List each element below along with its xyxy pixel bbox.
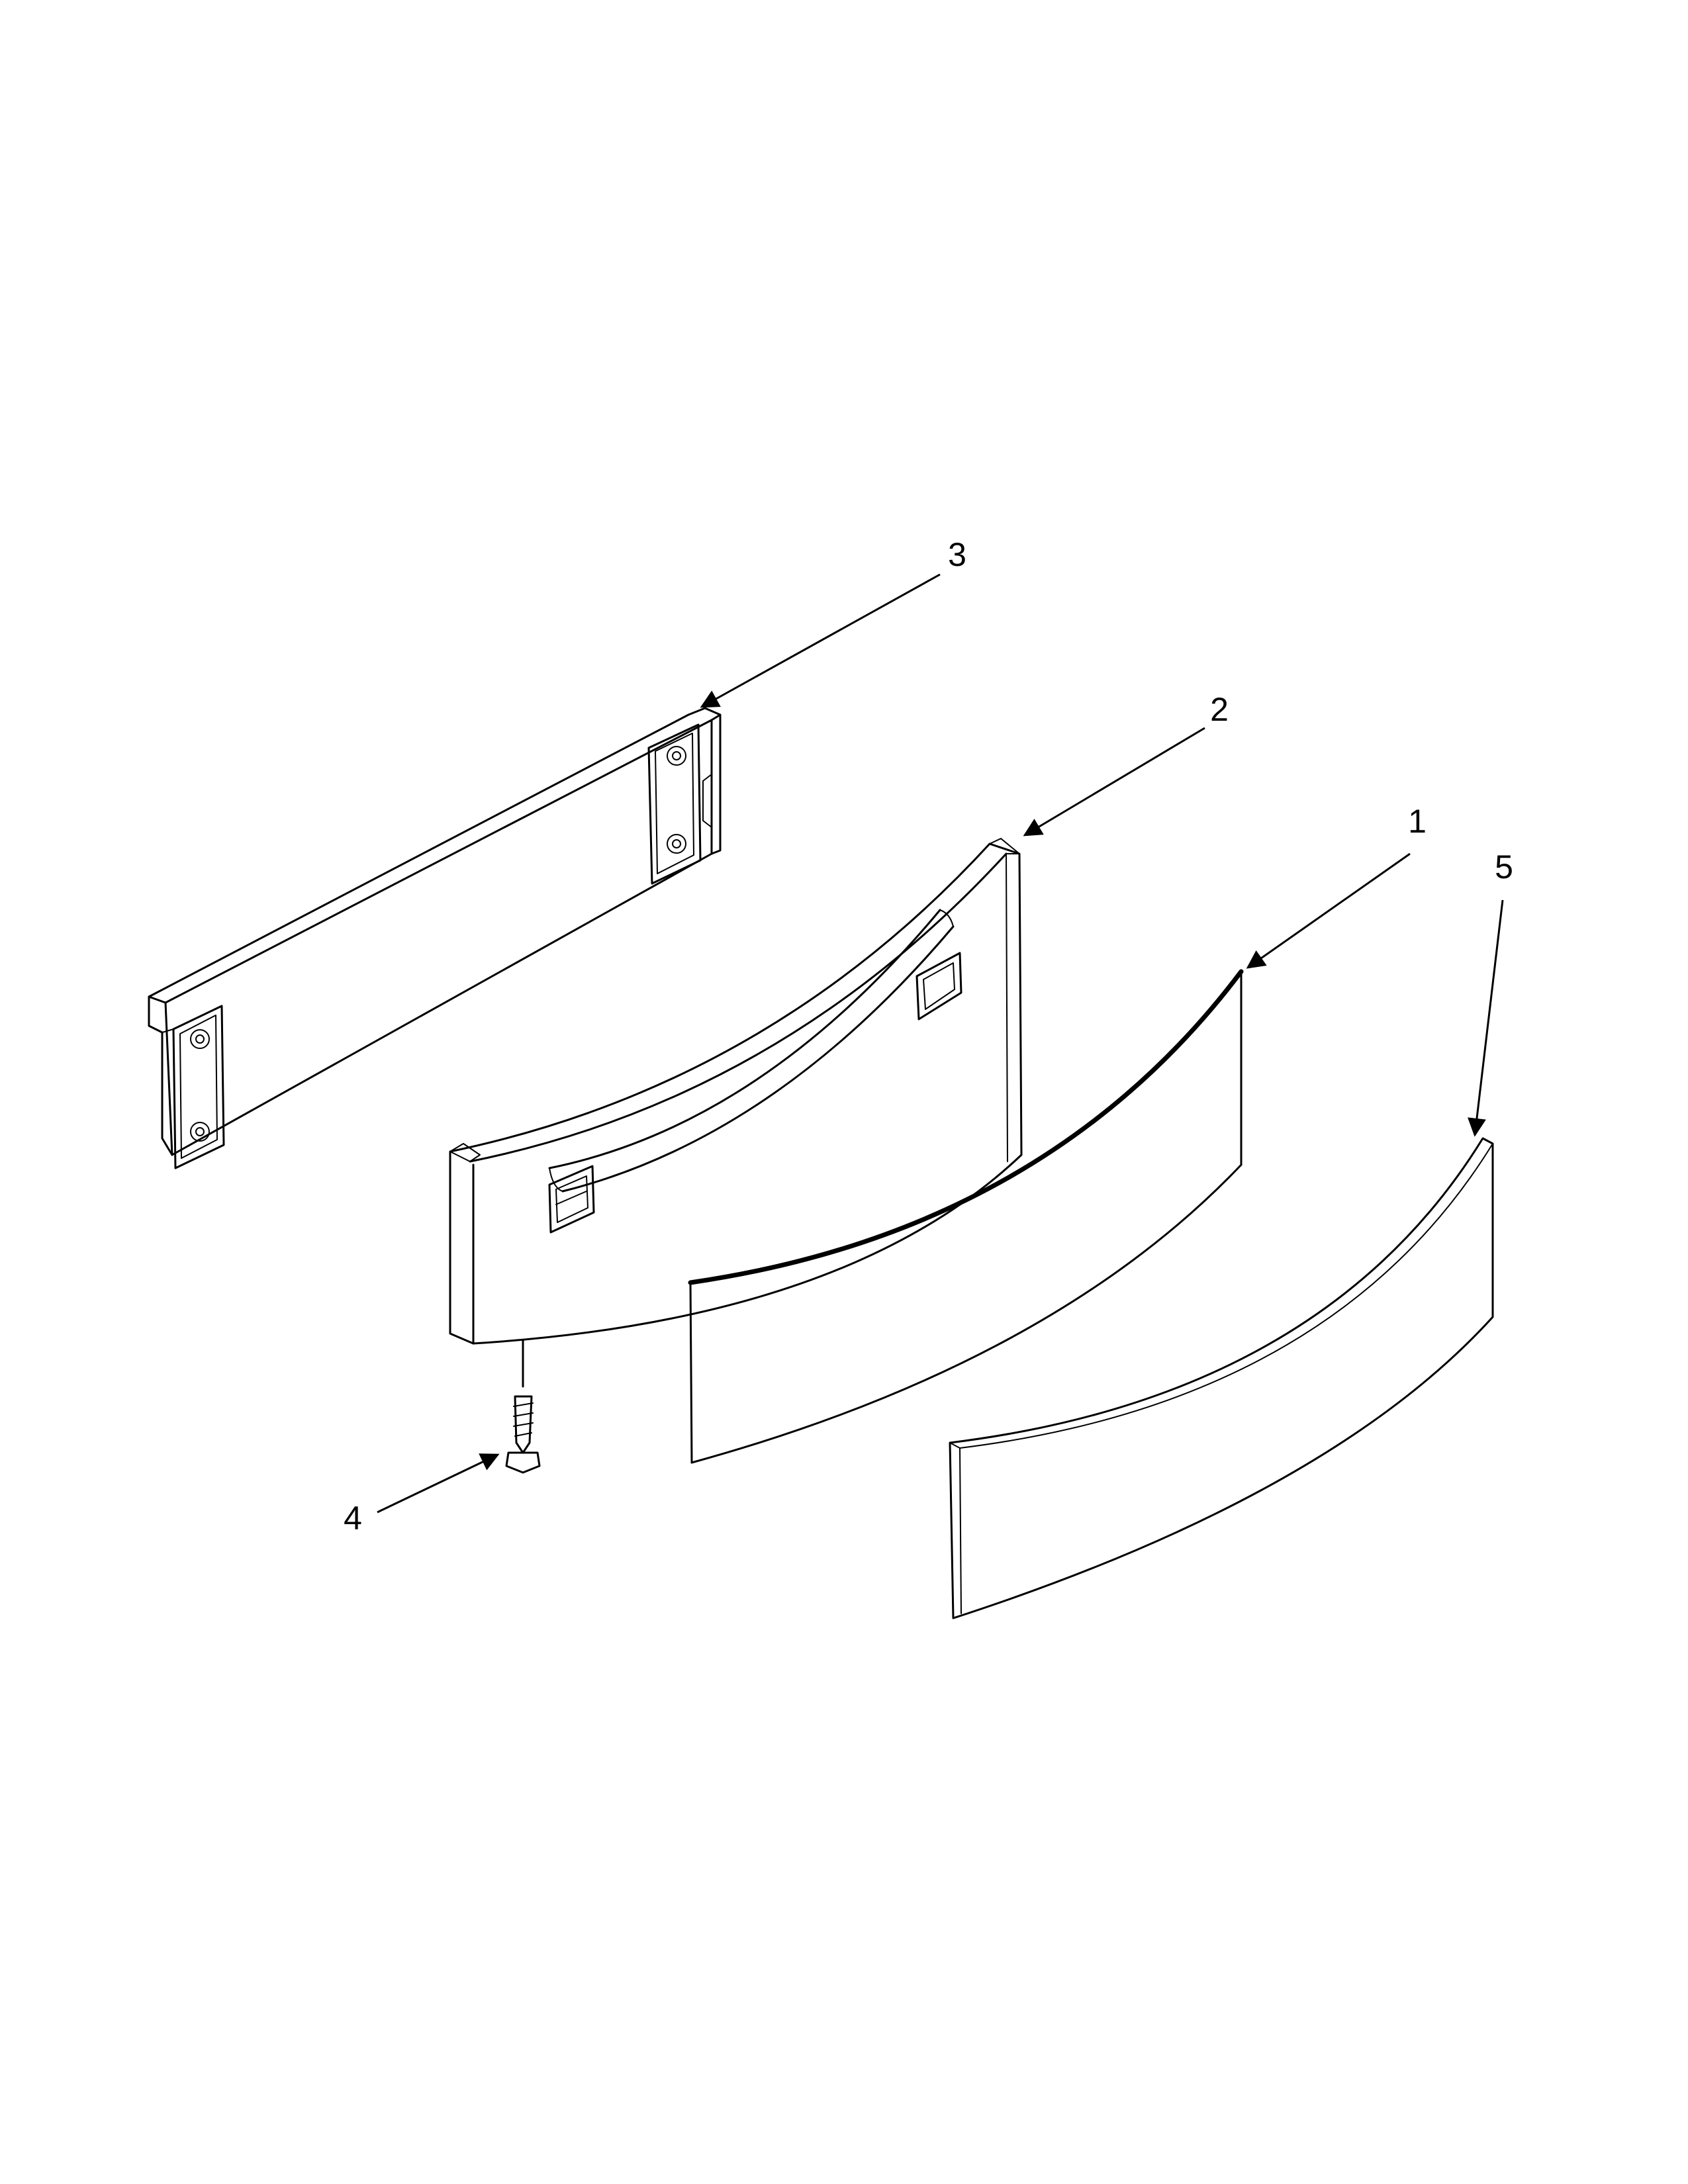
part-3-mounting-bracket bbox=[148, 707, 722, 1169]
leader-3 bbox=[700, 573, 941, 708]
part-4-screw bbox=[505, 1339, 541, 1474]
callout-3: 3 bbox=[948, 536, 966, 573]
callout-labels: 3 2 1 5 4 bbox=[344, 536, 1513, 1537]
leader-4 bbox=[377, 1453, 500, 1514]
callout-2: 2 bbox=[1210, 691, 1229, 728]
leader-1 bbox=[1246, 852, 1411, 969]
part-5-panel-overlay bbox=[949, 1137, 1494, 1619]
part-2-drawer-front bbox=[449, 838, 1023, 1345]
callout-4: 4 bbox=[344, 1500, 362, 1537]
callout-5: 5 bbox=[1495, 848, 1513, 886]
leader-lines bbox=[377, 573, 1504, 1514]
part-1-panel-insert bbox=[688, 969, 1244, 1464]
callout-1: 1 bbox=[1408, 803, 1427, 840]
leader-5 bbox=[1468, 899, 1504, 1137]
leader-2 bbox=[1023, 727, 1205, 837]
